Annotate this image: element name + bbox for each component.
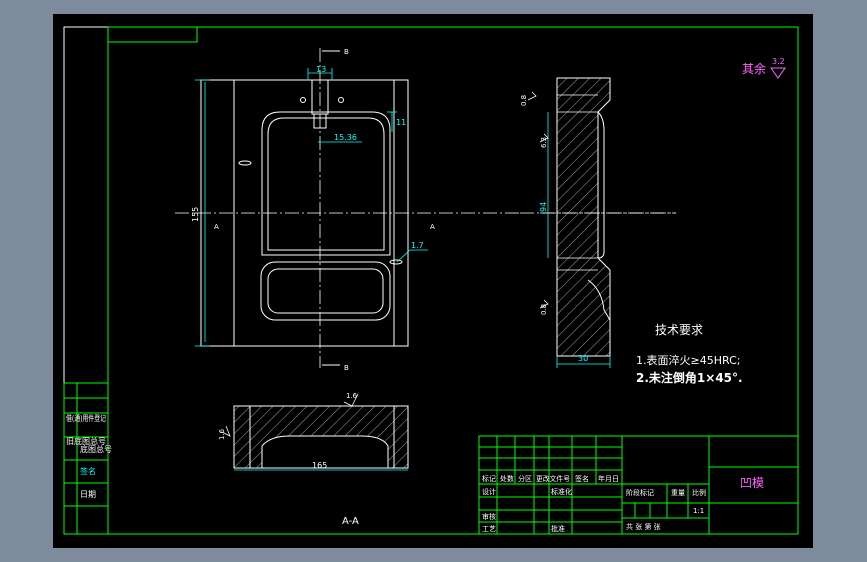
tb-weight: 重量: [671, 489, 685, 497]
tb-sign: 签名: [575, 474, 589, 483]
front-dimensions: [195, 68, 428, 347]
lower-pocket: [260, 261, 391, 321]
tb-process: 工艺: [482, 525, 496, 533]
roughness-a: 0.8: [520, 95, 528, 106]
top-left-tab: [107, 26, 198, 43]
surface-finish-label: 其余: [742, 61, 766, 76]
roughness-c: 0.8: [540, 304, 548, 315]
inner-frame: [107, 26, 799, 535]
tb-zone: 分区: [518, 474, 532, 483]
dim-pocket-depth: 11: [396, 118, 406, 127]
left-col-item2: 旧底图总号: [66, 436, 106, 446]
cavity-outline: [261, 111, 391, 256]
left-binding-column: [63, 382, 109, 535]
part-name: 凹模: [740, 476, 764, 490]
tech-req-title: 技术要求: [655, 323, 703, 337]
tb-docno: 更改文件号: [536, 474, 570, 483]
roughness-b: 6.3: [540, 137, 548, 148]
sheet-background: [53, 14, 813, 548]
surface-finish-value: 3.2: [772, 57, 785, 66]
tb-scale: 比例: [692, 488, 706, 497]
tb-mark: 标记: [482, 474, 496, 483]
tb-count: 处数: [500, 474, 514, 483]
left-col-item4: 签名: [80, 466, 96, 476]
roughness-d: 1.6: [346, 392, 358, 400]
dim-chamfer: 1.7: [411, 241, 424, 250]
tb-date: 年月日: [598, 474, 619, 483]
left-col-item5: 日期: [80, 490, 96, 499]
left-col-item1: 借(通)用件登记: [66, 413, 106, 423]
cut-b-bottom: B: [344, 364, 349, 372]
cut-a-right: A: [430, 223, 435, 231]
roughness-e: 1.6: [218, 428, 226, 440]
tb-scale-value: 1:1: [693, 507, 704, 515]
tb-review: 审核: [482, 512, 496, 521]
side-section-view: [540, 77, 676, 357]
cut-a-left: A: [214, 223, 219, 231]
tb-standard: 标准化: [551, 487, 572, 496]
left-col-item3: 底图总号: [80, 444, 112, 454]
tb-sheet-info: 共 张 第 张: [626, 522, 661, 531]
section-label: A-A: [342, 516, 359, 527]
tech-req-line2: 2.未注倒角1×45°.: [636, 370, 743, 385]
dim-profile-height: 94: [539, 202, 548, 212]
dim-inner-offset: 15.36: [334, 133, 357, 142]
dim-section-width: 165: [312, 461, 327, 470]
tb-design: 设计: [482, 487, 496, 496]
tb-approve: 批准: [551, 524, 565, 533]
tb-stage-mark: 阶段标记: [626, 488, 654, 497]
section-aa-view: [233, 405, 409, 471]
tech-req-line1: 1.表面淬火≥45HRC;: [636, 353, 740, 367]
dim-side-height: 155: [191, 207, 200, 222]
dim-thickness: 30: [578, 354, 588, 363]
cut-b-top: B: [344, 48, 349, 56]
title-block: [478, 435, 799, 535]
side-dimensions: [547, 112, 611, 368]
dim-top-width: 13: [316, 65, 326, 74]
roughness-symbol: [770, 67, 786, 79]
